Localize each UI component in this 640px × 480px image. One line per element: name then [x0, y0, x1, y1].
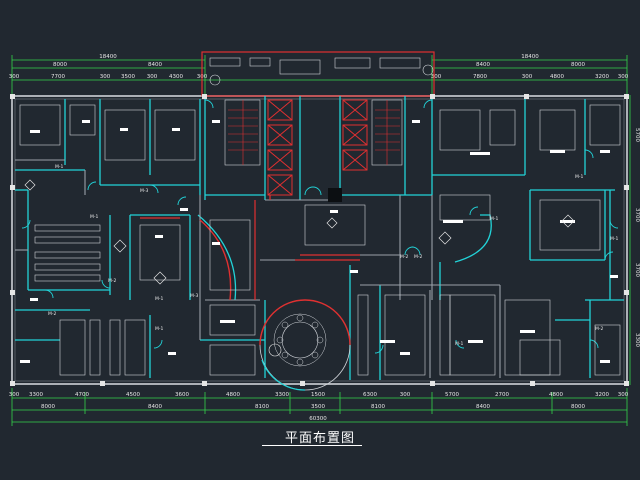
- dim-bot-d14: 300: [618, 392, 629, 398]
- dim-bot-r5: 8400: [476, 404, 490, 410]
- room-label-blocks: [20, 120, 618, 363]
- tag-10: M-1: [490, 216, 499, 222]
- dim-bot-d0: 300: [9, 392, 20, 398]
- tag-6: M-1: [155, 296, 164, 302]
- drawing-title: 平面布置图: [284, 431, 355, 446]
- dim-bot-d11: 2700: [495, 392, 509, 398]
- dim-bot-d2: 4700: [75, 392, 89, 398]
- dim-top-d1: 7700: [51, 74, 65, 80]
- dim-bot-d10: 5700: [445, 392, 459, 398]
- dim-bot-d9: 300: [400, 392, 411, 398]
- dim-top-d4: 300: [147, 74, 158, 80]
- dim-bot-r2: 8100: [255, 404, 269, 410]
- dim-bot-r0: 8000: [41, 404, 55, 410]
- tag-1: M-2: [48, 311, 57, 317]
- dim-bot-d7: 1500: [311, 392, 325, 398]
- tag-0: M-1: [55, 164, 64, 170]
- structural-columns: [10, 94, 629, 386]
- bottom-room-dimensions: 8000 8400 8100 3500 8100 8400 8000 60300: [41, 404, 585, 422]
- tag-9: M-2: [414, 254, 423, 260]
- tag-3: M-1: [90, 214, 99, 220]
- tag-2: M-3: [140, 188, 149, 194]
- dim-right-3: 3300: [634, 333, 640, 347]
- partition-walls: [15, 96, 624, 380]
- dim-top-d7: 300: [431, 74, 442, 80]
- dim-top-d3: 3500: [121, 74, 135, 80]
- door-tags: M-1 M-2 M-3 M-1 M-2 M-3 M-1 M-1 M-2 M-2 …: [48, 164, 619, 347]
- dim-top-d0: 300: [9, 74, 20, 80]
- dim-top-d12: 300: [618, 74, 629, 80]
- dim-bot-r3: 3500: [311, 404, 325, 410]
- dim-bot-r6: 8000: [571, 404, 585, 410]
- dim-right-2: 3700: [634, 263, 640, 277]
- dim-bot-overall: 60300: [309, 416, 327, 422]
- workstations: [19, 104, 621, 376]
- dim-top-d8: 7800: [473, 74, 487, 80]
- tag-7: M-1: [155, 326, 164, 332]
- building-outline: [11, 51, 628, 385]
- dim-top-room-1: 8000: [53, 62, 67, 68]
- title-underline: [262, 445, 362, 446]
- dim-top-d2: 300: [100, 74, 111, 80]
- tag-8: M-2: [400, 254, 409, 260]
- entrance-lobby: [209, 57, 434, 86]
- dim-bot-d12: 4800: [549, 392, 563, 398]
- dim-top-d9: 300: [522, 74, 533, 80]
- bottom-detail-dimensions: 300 3300 4700 4500 3600 4800 3300 1500 6…: [9, 392, 629, 398]
- dim-bot-r4: 8100: [371, 404, 385, 410]
- dim-top-d5: 4300: [169, 74, 183, 80]
- dim-bot-d13: 3200: [595, 392, 609, 398]
- reception-round-area: [259, 299, 351, 391]
- top-dimension-lines: [11, 55, 628, 95]
- dim-bot-d6: 3300: [275, 392, 289, 398]
- dim-top-room-4: 8000: [571, 62, 585, 68]
- bottom-dimension-lines: [11, 388, 628, 426]
- dim-right-0: 5700: [634, 128, 640, 142]
- door-swings: [21, 99, 619, 354]
- dim-bot-d3: 4500: [126, 392, 140, 398]
- dim-bot-d8: 6300: [363, 392, 377, 398]
- dim-top-room-2: 8400: [148, 62, 162, 68]
- tag-5: M-3: [190, 293, 199, 299]
- dim-bot-d5: 4800: [226, 392, 240, 398]
- core-stairs: [224, 99, 403, 166]
- index-symbols: [24, 179, 575, 285]
- right-side-dimensions: 5700 3700 3700 3300: [634, 128, 640, 347]
- tag-4: M-2: [108, 278, 117, 284]
- dim-bot-d1: 3300: [29, 392, 43, 398]
- tag-14: M-1: [455, 341, 464, 347]
- dim-top-room-3: 8400: [476, 62, 490, 68]
- top-detail-dimensions: 300 7700 300 3500 300 4300 300 300 7800 …: [9, 74, 629, 80]
- tag-13: M-2: [595, 326, 604, 332]
- tag-11: M-1: [575, 174, 584, 180]
- shaft-void: [328, 188, 342, 202]
- dim-bot-d4: 3600: [175, 392, 189, 398]
- dim-bot-r1: 8400: [148, 404, 162, 410]
- dim-top-d11: 3200: [595, 74, 609, 80]
- elevator-shafts: [267, 99, 368, 196]
- dim-top-d10: 4800: [550, 74, 564, 80]
- dim-right-1: 3700: [634, 208, 640, 222]
- interior-walls: [15, 159, 501, 378]
- dim-top-overall-right: 18400: [521, 54, 539, 60]
- dim-top-overall-left: 18400: [99, 54, 117, 60]
- tag-12: M-1: [610, 236, 619, 242]
